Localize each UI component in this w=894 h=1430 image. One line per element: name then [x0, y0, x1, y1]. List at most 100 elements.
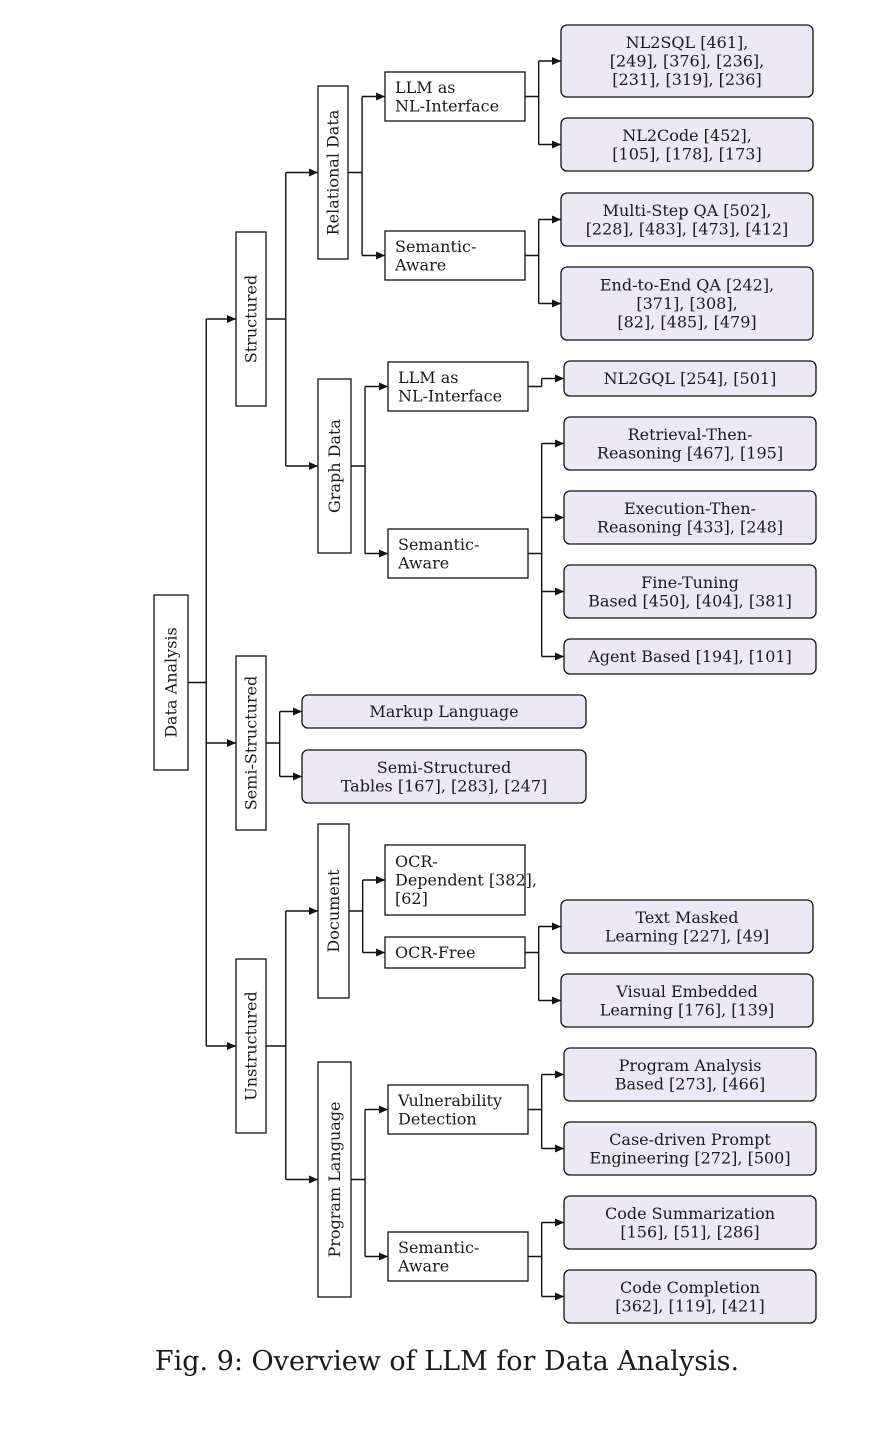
node-label-line: Vulnerability — [397, 1091, 502, 1110]
node-label-line: Learning [227], [49] — [605, 926, 769, 945]
node-box — [317, 1061, 352, 1298]
node-label-line: NL2GQL [254], [501] — [604, 369, 777, 388]
node-box — [384, 230, 526, 281]
node-label-line: Data Analysis — [162, 627, 181, 738]
node-box — [560, 117, 814, 172]
node-label-line: [228], [483], [473], [412] — [586, 219, 789, 238]
node-box — [387, 1231, 529, 1282]
node-semi-structured: Semi-Structured — [235, 655, 267, 831]
node-agent-based: Agent Based [194], [101] — [563, 638, 817, 675]
node-box — [563, 1047, 817, 1102]
node-data-analysis: Data Analysis — [153, 594, 189, 771]
node-box — [153, 594, 189, 771]
node-relational-data: Relational Data — [317, 85, 349, 260]
node-label-line: Based [273], [466] — [615, 1074, 766, 1093]
node-nl2sql: NL2SQL [461],[249], [376], [236],[231], … — [560, 24, 814, 98]
node-label-line: [156], [51], [286] — [620, 1222, 759, 1241]
node-semantic-aware: Semantic-Aware — [387, 1231, 529, 1282]
edge-trunk — [266, 911, 287, 1180]
edge-trunk — [266, 172, 287, 466]
node-label-line: Semantic- — [398, 1238, 479, 1257]
node-label-line: Semi-Structured — [377, 758, 512, 777]
node-program-language: Program Language — [317, 1061, 352, 1298]
edge-trunk — [266, 711, 281, 777]
node-ocr-free: OCR-Free — [384, 936, 526, 969]
node-code-summarization: Code Summarization[156], [51], [286] — [563, 1195, 817, 1250]
node-ocr-dependent: OCR-Dependent [382],[62] — [384, 844, 537, 916]
node-nl2code: NL2Code [452],[105], [178], [173] — [560, 117, 814, 172]
node-label-line: Engineering [272], [500] — [589, 1148, 790, 1167]
node-label-line: Aware — [397, 553, 449, 572]
node-box — [387, 528, 529, 579]
node-label-line: Reasoning [433], [248] — [597, 517, 783, 536]
node-label-line: Program Language — [325, 1102, 344, 1258]
node-label-line: [362], [119], [421] — [615, 1296, 764, 1315]
node-box — [560, 899, 814, 954]
node-label-line: End-to-End QA [242], — [600, 276, 774, 295]
node-nl2gql: NL2GQL [254], [501] — [563, 360, 817, 397]
node-label-line: Semantic- — [398, 535, 479, 554]
node-end-to-end-qa: End-to-End QA [242],[371], [308],[82], [… — [560, 266, 814, 341]
node-label-line: OCR-Free — [395, 943, 476, 962]
node-label-line: Learning [176], [139] — [600, 1000, 775, 1019]
node-box — [560, 192, 814, 247]
node-box — [317, 85, 349, 260]
node-label-line: Reasoning [467], [195] — [597, 443, 783, 462]
node-box — [387, 361, 529, 412]
edge-trunk — [525, 61, 540, 145]
node-box — [317, 378, 352, 554]
node-semantic-aware: Semantic-Aware — [384, 230, 526, 281]
node-box — [563, 1195, 817, 1250]
node-label-line: Agent Based [194], [101] — [587, 647, 792, 666]
node-label-line: Program Analysis — [619, 1056, 762, 1075]
node-label-line: Structured — [242, 275, 261, 363]
node-box — [563, 360, 817, 397]
node-label-line: [371], [308], — [636, 294, 737, 313]
figure-caption: Fig. 9: Overview of LLM for Data Analysi… — [154, 1346, 740, 1377]
node-box — [384, 844, 526, 916]
edge-trunk — [525, 219, 540, 304]
node-label-line: Dependent [382], — [395, 871, 537, 890]
node-box — [563, 1121, 817, 1176]
node-box — [563, 490, 817, 545]
node-label-line: Relational Data — [324, 109, 343, 235]
node-retrieval-then-reasoning: Retrieval-Then-Reasoning [467], [195] — [563, 416, 817, 471]
node-box — [563, 564, 817, 619]
node-box — [384, 71, 526, 122]
node-label-line: Markup Language — [369, 702, 518, 721]
edge-trunk — [525, 926, 540, 1001]
node-structured: Structured — [235, 231, 267, 407]
node-label-line: Code Summarization — [605, 1204, 775, 1223]
node-box — [317, 823, 350, 999]
node-label-line: Fine-Tuning — [641, 573, 739, 592]
node-label-line: Based [450], [404], [381] — [588, 591, 792, 610]
node-label-line: Case-driven Prompt — [609, 1130, 771, 1149]
node-label-line: LLM as — [398, 368, 458, 387]
node-box — [560, 266, 814, 341]
node-box — [384, 936, 526, 969]
node-label-line: Graph Data — [325, 419, 344, 513]
node-label-line: Execution-Then- — [624, 499, 756, 518]
node-execution-then-reasoning: Execution-Then-Reasoning [433], [248] — [563, 490, 817, 545]
node-box — [235, 958, 267, 1134]
node-label-line: NL-Interface — [395, 96, 499, 115]
node-box — [235, 231, 267, 407]
node-box — [563, 416, 817, 471]
edge-trunk — [528, 378, 543, 388]
node-box — [301, 749, 587, 804]
node-label-line: Text Masked — [636, 908, 739, 927]
node-label-line: Semantic- — [395, 237, 476, 256]
node-label-line: NL2Code [452], — [622, 126, 752, 145]
node-label-line: Tables [167], [283], [247] — [341, 776, 548, 795]
node-box — [563, 638, 817, 675]
node-box — [301, 694, 587, 729]
node-unstructured: Unstructured — [235, 958, 267, 1134]
